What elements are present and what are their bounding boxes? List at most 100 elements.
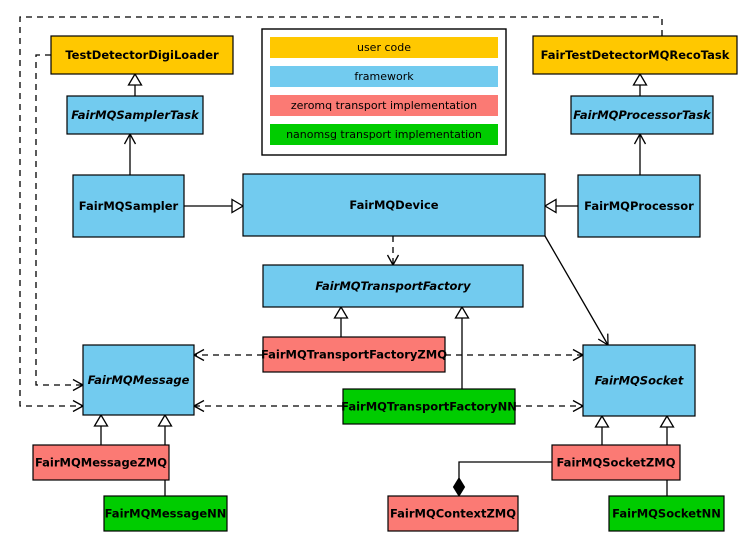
- class-box-fair-mqtransport-factory[interactable]: FairMQTransportFactory: [262, 264, 524, 308]
- edge-fair-mqdevice-to-fair-mqsocket: [544, 235, 609, 346]
- legend-layer: user code framework zeromq transport imple…: [261, 28, 507, 156]
- hollow-triangle-head: [93, 413, 109, 427]
- class-box-fair-mqprocessor[interactable]: FairMQProcessor: [577, 174, 701, 238]
- edge-fair-mqtransport-factory-zmq-to-fair-mqsocket: [445, 348, 584, 362]
- class-box-fair-mqsampler[interactable]: FairMQSampler: [72, 174, 185, 238]
- edge-fair-mqprocessor-to-fair-mqdevice: [543, 198, 578, 214]
- legend-label: framework: [354, 70, 414, 83]
- edge-test-detector-digi-loader-to-fair-mqmessage: [35, 54, 84, 392]
- legend-swatch: [270, 124, 498, 145]
- edge-fair-mqsampler-task-to-test-detector-digi-loader: [127, 72, 143, 96]
- class-box-test-detector-digi-loader[interactable]: TestDetectorDigiLoader: [50, 35, 234, 75]
- class-box-fair-test-detector-mqreco-task[interactable]: FairTestDetectorMQRecoTask: [532, 35, 738, 75]
- class-box-label: FairMQTransportFactoryNN: [341, 400, 517, 414]
- class-box-rect[interactable]: [103, 495, 228, 532]
- arrowhead-hollow-triangle: [454, 305, 470, 319]
- edge-fair-mqprocessor-to-fair-mqprocessor-task: [633, 133, 647, 175]
- class-box-label: FairMQSampler: [79, 199, 179, 213]
- edge-fair-mqmessage-zmq-to-fair-mqmessage: [93, 413, 109, 445]
- class-box-fair-mqtransport-factory-nn[interactable]: FairMQTransportFactoryNN: [341, 388, 517, 425]
- class-box-rect[interactable]: [32, 444, 170, 481]
- open-arrow-head: [633, 133, 647, 145]
- class-box-rect[interactable]: [532, 35, 738, 75]
- class-box-fair-mqsocket[interactable]: FairMQSocket: [582, 344, 696, 417]
- hollow-triangle-head: [333, 305, 349, 319]
- class-box-rect[interactable]: [262, 336, 446, 373]
- edge-fair-mqsampler-to-fair-mqdevice: [184, 198, 245, 214]
- open-arrow-head: [193, 399, 205, 413]
- class-box-rect[interactable]: [50, 35, 234, 75]
- class-box-fair-mqsampler-task[interactable]: FairMQSamplerTask: [66, 95, 204, 135]
- class-box-fair-mqmessage-zmq[interactable]: FairMQMessageZMQ: [32, 444, 170, 481]
- class-box-label: FairMQTransportFactoryZMQ: [261, 348, 447, 362]
- edge-fair-test-detector-mqreco-task-to-fair-mqmessage: [19, 16, 663, 413]
- edge-fair-mqtransport-factory-nn-to-fair-mqtransport-factory: [454, 305, 470, 389]
- legend-item-nanomsg: nanomsg transport implementation: [270, 124, 498, 145]
- class-box-fair-mqmessage[interactable]: FairMQMessage: [82, 344, 195, 416]
- filled-diamond-head: [452, 476, 466, 498]
- class-box-rect[interactable]: [570, 95, 714, 135]
- class-box-fair-mqdevice[interactable]: FairMQDevice: [242, 173, 546, 237]
- hollow-triangle-head: [231, 198, 245, 214]
- class-box-rect[interactable]: [577, 174, 701, 238]
- class-box-label: FairMQMessageZMQ: [35, 456, 167, 470]
- class-box-rect[interactable]: [72, 174, 185, 238]
- class-box-label: FairMQContextZMQ: [390, 507, 516, 521]
- open-arrow-head: [386, 254, 400, 266]
- legend-swatch: [270, 37, 498, 58]
- class-box-label: FairMQProcessor: [584, 199, 694, 213]
- class-box-rect[interactable]: [82, 344, 195, 416]
- class-box-label: TestDetectorDigiLoader: [65, 48, 219, 62]
- edge-fair-mqtransport-factory-nn-to-fair-mqmessage: [193, 399, 343, 413]
- edge-layer: [19, 16, 675, 498]
- class-box-fair-mqprocessor-task[interactable]: FairMQProcessorTask: [570, 95, 714, 135]
- class-box-fair-mqmessage-nn[interactable]: FairMQMessageNN: [103, 495, 228, 532]
- open-arrow-head: [572, 348, 584, 362]
- hollow-triangle-head: [632, 72, 648, 86]
- arrowhead-open-arrow: [572, 399, 584, 413]
- arrowhead-open-arrow: [633, 133, 647, 145]
- class-box-label: FairMQMessage: [88, 373, 190, 387]
- class-box-rect[interactable]: [262, 264, 524, 308]
- open-arrow-head: [72, 399, 84, 413]
- class-box-fair-mqcontext-zmq[interactable]: FairMQContextZMQ: [387, 495, 519, 532]
- arrowhead-hollow-triangle: [93, 413, 109, 427]
- class-box-fair-mqsocket-nn[interactable]: FairMQSocketNN: [608, 495, 725, 532]
- class-box-rect[interactable]: [66, 95, 204, 135]
- edge-fair-mqsampler-to-fair-mqsampler-task: [123, 133, 137, 175]
- edge-fair-mqdevice-to-fair-mqtransport-factory: [386, 236, 400, 266]
- class-box-rect[interactable]: [582, 344, 696, 417]
- edge-fair-mqtransport-factory-nn-to-fair-mqsocket: [515, 399, 584, 413]
- arrowhead-open-arrow: [597, 333, 609, 346]
- edge-fair-mqsocket-zmq-to-fair-mqsocket: [594, 414, 610, 445]
- class-box-label: FairMQSocket: [595, 374, 684, 388]
- arrowhead-open-arrow: [193, 348, 205, 362]
- class-box-label: FairMQDevice: [349, 198, 438, 212]
- arrowhead-hollow-triangle: [543, 198, 557, 214]
- arrowhead-open-arrow: [193, 399, 205, 413]
- class-box-rect[interactable]: [608, 495, 725, 532]
- edge-line: [35, 54, 82, 386]
- legend-item-zeromq: zeromq transport implementation: [270, 95, 498, 116]
- class-box-fair-mqtransport-factory-zmq[interactable]: FairMQTransportFactoryZMQ: [261, 336, 447, 373]
- open-arrow-head: [572, 399, 584, 413]
- legend-label: nanomsg transport implementation: [286, 128, 482, 141]
- class-box-label: FairMQSamplerTask: [71, 108, 200, 122]
- class-box-rect[interactable]: [342, 388, 516, 425]
- class-box-label: FairMQSocketNN: [612, 507, 721, 521]
- legend-label: user code: [357, 41, 411, 54]
- open-arrow-head: [193, 348, 205, 362]
- edge-line: [544, 235, 609, 345]
- legend-swatch: [270, 66, 498, 87]
- class-box-rect[interactable]: [551, 444, 681, 481]
- open-arrow-head: [123, 133, 137, 145]
- class-box-label: FairMQSocketZMQ: [557, 456, 676, 470]
- edge-fair-mqtransport-factory-zmq-to-fair-mqmessage: [193, 348, 263, 362]
- class-box-rect[interactable]: [242, 173, 546, 237]
- class-box-label: FairMQTransportFactory: [315, 279, 471, 293]
- edge-fair-mqsocket-zmq-to-fair-mqcontext-zmq: [452, 461, 552, 498]
- class-box-rect[interactable]: [387, 495, 519, 532]
- class-box-fair-mqsocket-zmq[interactable]: FairMQSocketZMQ: [551, 444, 681, 481]
- legend-label: zeromq transport implementation: [291, 99, 477, 112]
